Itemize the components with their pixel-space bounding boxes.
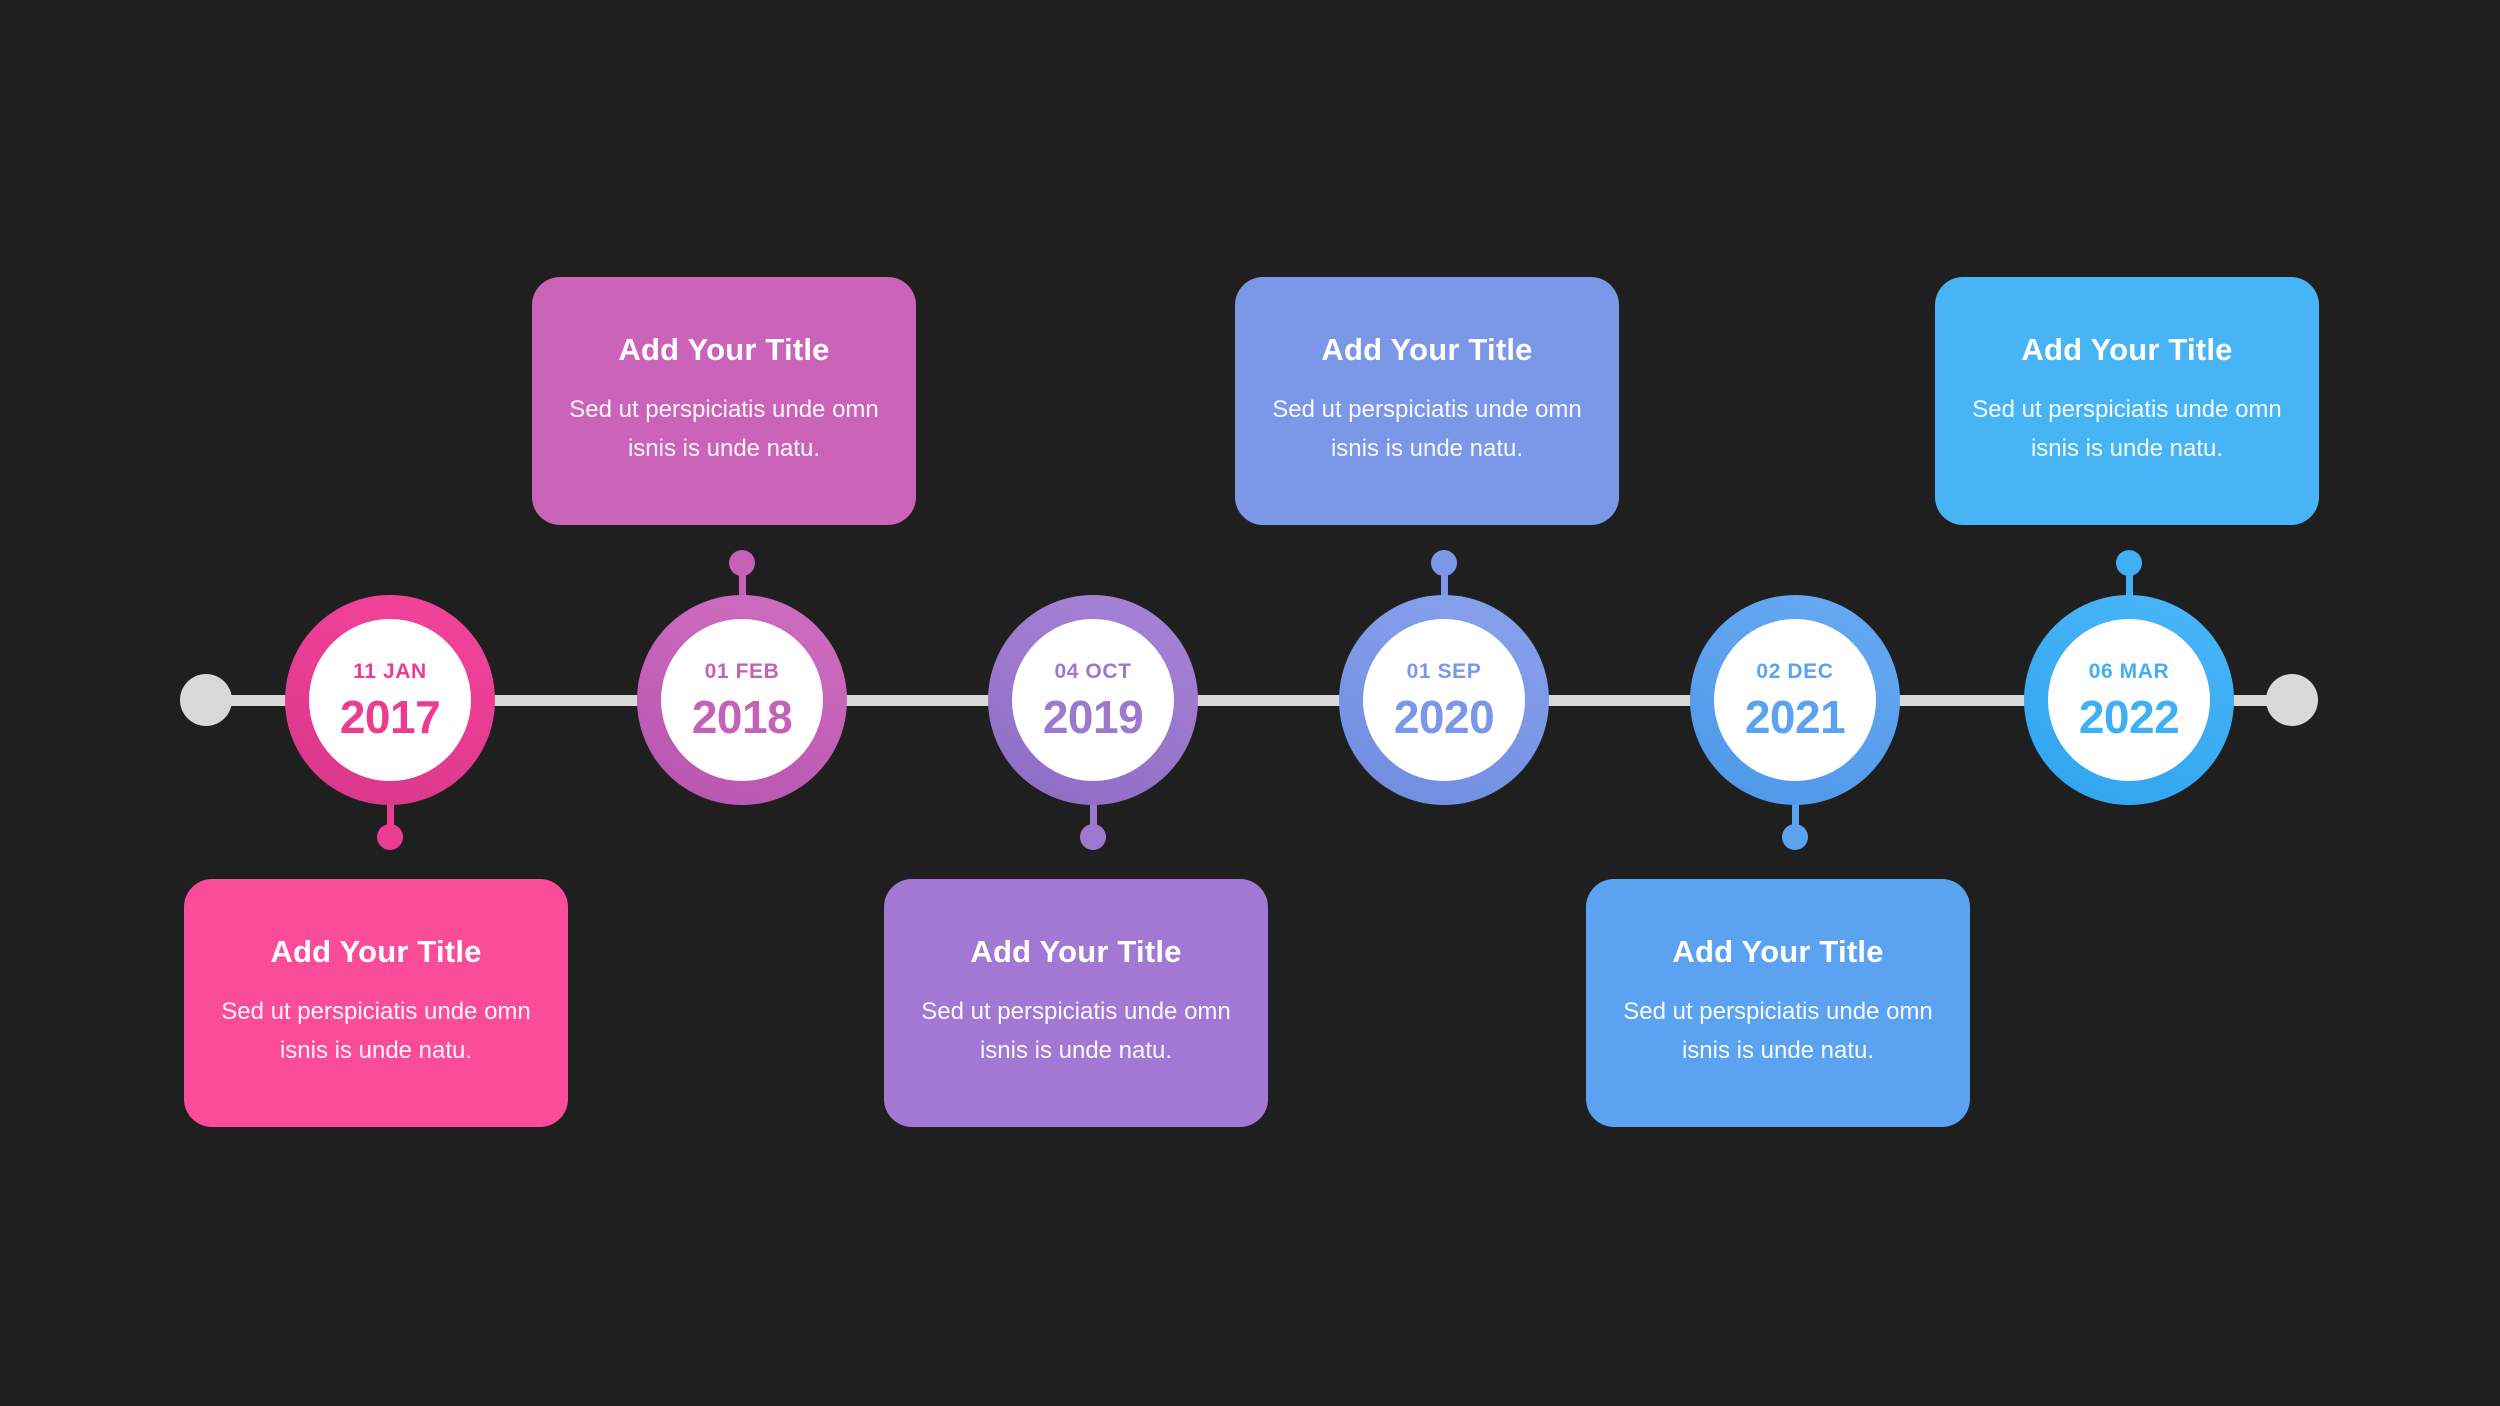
card-body-text: Sed ut perspiciatis unde omn isnis is un… (1272, 395, 1582, 462)
node-inner-disc: 04 OCT 2019 (1012, 619, 1174, 781)
timeline-node[interactable]: 04 OCT 2019 (988, 595, 1198, 850)
node-inner-disc: 06 MAR 2022 (2048, 619, 2210, 781)
node-ring: 06 MAR 2022 (2024, 595, 2234, 805)
node-ring: 11 JAN 2017 (285, 595, 495, 805)
node-stem (386, 799, 394, 839)
node-ring: 01 SEP 2020 (1339, 595, 1549, 805)
node-year-label: 2018 (691, 690, 793, 743)
card-title: Add Your Title (618, 331, 830, 367)
card-body-text: Sed ut perspiciatis unde omn isnis is un… (569, 395, 879, 462)
card-title: Add Your Title (970, 933, 1182, 969)
node-year-label: 2020 (1393, 690, 1495, 743)
card-body-text: Sed ut perspiciatis unde omn isnis is un… (1623, 997, 1933, 1064)
card-body-text: Sed ut perspiciatis unde omn isnis is un… (921, 997, 1231, 1064)
node-date-label: 01 FEB (704, 659, 780, 683)
node-ring: 01 FEB 2018 (637, 595, 847, 805)
card-title: Add Your Title (1321, 331, 1533, 367)
node-stem (1089, 799, 1097, 839)
card-title: Add Your Title (270, 933, 482, 969)
timeline-endpoint-right (2266, 674, 2318, 726)
node-inner-disc: 01 FEB 2018 (661, 619, 823, 781)
node-stem (1791, 799, 1799, 839)
card-title: Add Your Title (2021, 331, 2233, 367)
card-body-text: Sed ut perspiciatis unde omn isnis is un… (1972, 395, 2282, 462)
node-year-label: 2019 (1042, 690, 1144, 743)
timeline-node[interactable]: 02 DEC 2021 (1690, 595, 1900, 850)
node-date-label: 06 MAR (2088, 659, 2170, 683)
timeline-line (205, 695, 2293, 706)
node-ring: 02 DEC 2021 (1690, 595, 1900, 805)
node-stem (738, 561, 746, 601)
timeline-node[interactable]: 01 FEB 2018 (637, 550, 847, 805)
node-inner-disc: 02 DEC 2021 (1714, 619, 1876, 781)
timeline-endpoint-left (180, 674, 232, 726)
node-inner-disc: 01 SEP 2020 (1363, 619, 1525, 781)
timeline-node[interactable]: 06 MAR 2022 (2024, 550, 2234, 805)
node-inner-disc: 11 JAN 2017 (309, 619, 471, 781)
node-year-label: 2017 (339, 690, 441, 743)
card-title: Add Your Title (1672, 933, 1884, 969)
timeline-node[interactable]: 01 SEP 2020 (1339, 550, 1549, 805)
node-date-label: 11 JAN (353, 659, 427, 683)
node-date-label: 04 OCT (1054, 659, 1132, 683)
node-year-label: 2021 (1744, 690, 1846, 743)
node-stem (1440, 561, 1448, 601)
card-body-text: Sed ut perspiciatis unde omn isnis is un… (221, 997, 531, 1064)
node-year-label: 2022 (2078, 690, 2180, 743)
node-date-label: 01 SEP (1406, 659, 1482, 683)
node-ring: 04 OCT 2019 (988, 595, 1198, 805)
timeline-node[interactable]: 11 JAN 2017 (285, 595, 495, 850)
node-date-label: 02 DEC (1756, 659, 1834, 683)
node-stem (2125, 561, 2133, 601)
